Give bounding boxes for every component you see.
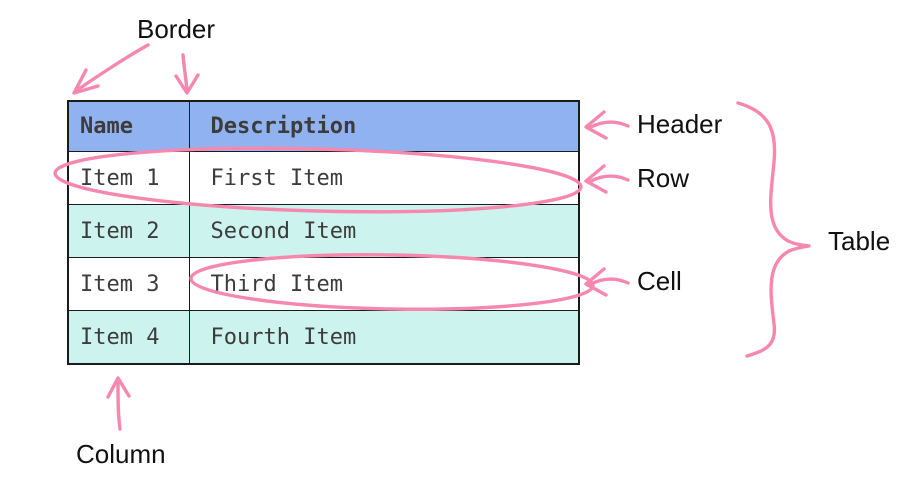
table-row: Item 4 Fourth Item [67,310,580,365]
table-label: Table [828,226,891,256]
header-cell-description: Description [188,100,580,152]
table-row: Item 1 First Item [67,151,580,205]
cell-item-name: Item 2 [67,204,190,258]
row-arrow-head [584,164,608,194]
table-brace [736,101,811,358]
border-label: Border [137,14,216,44]
cell-arrow-head [584,267,608,297]
cell-item-name: Item 4 [67,310,190,365]
header-cell-name: Name [67,100,190,152]
cell-item-description: Second Item [188,204,580,258]
cell-label: Cell [637,266,682,296]
table-row: Item 3 Third Item [67,257,580,311]
table-row: Item 2 Second Item [67,204,580,258]
border-arrow-diagonal-head [72,68,100,95]
border-arrow-diagonal [74,43,150,93]
column-arrow-head [106,376,131,399]
border-arrow-down-head [174,73,200,95]
cell-item-name: Item 3 [67,257,190,311]
cell-item-description: Fourth Item [188,310,580,365]
header-label: Header [637,109,723,139]
table-header-row: Name Description [67,100,580,152]
row-label: Row [637,163,690,193]
header-arrow-head [584,110,608,140]
anatomy-table: Name Description Item 1 First Item Item … [67,100,580,365]
row-arrow [589,174,630,183]
cell-item-description: First Item [188,151,580,205]
column-arrow [116,380,122,431]
header-arrow [589,120,630,129]
border-arrow-down [181,53,189,92]
column-label: Column [76,439,166,469]
cell-item-description: Third Item [188,257,580,311]
cell-item-name: Item 1 [67,151,190,205]
cell-arrow [589,277,630,286]
